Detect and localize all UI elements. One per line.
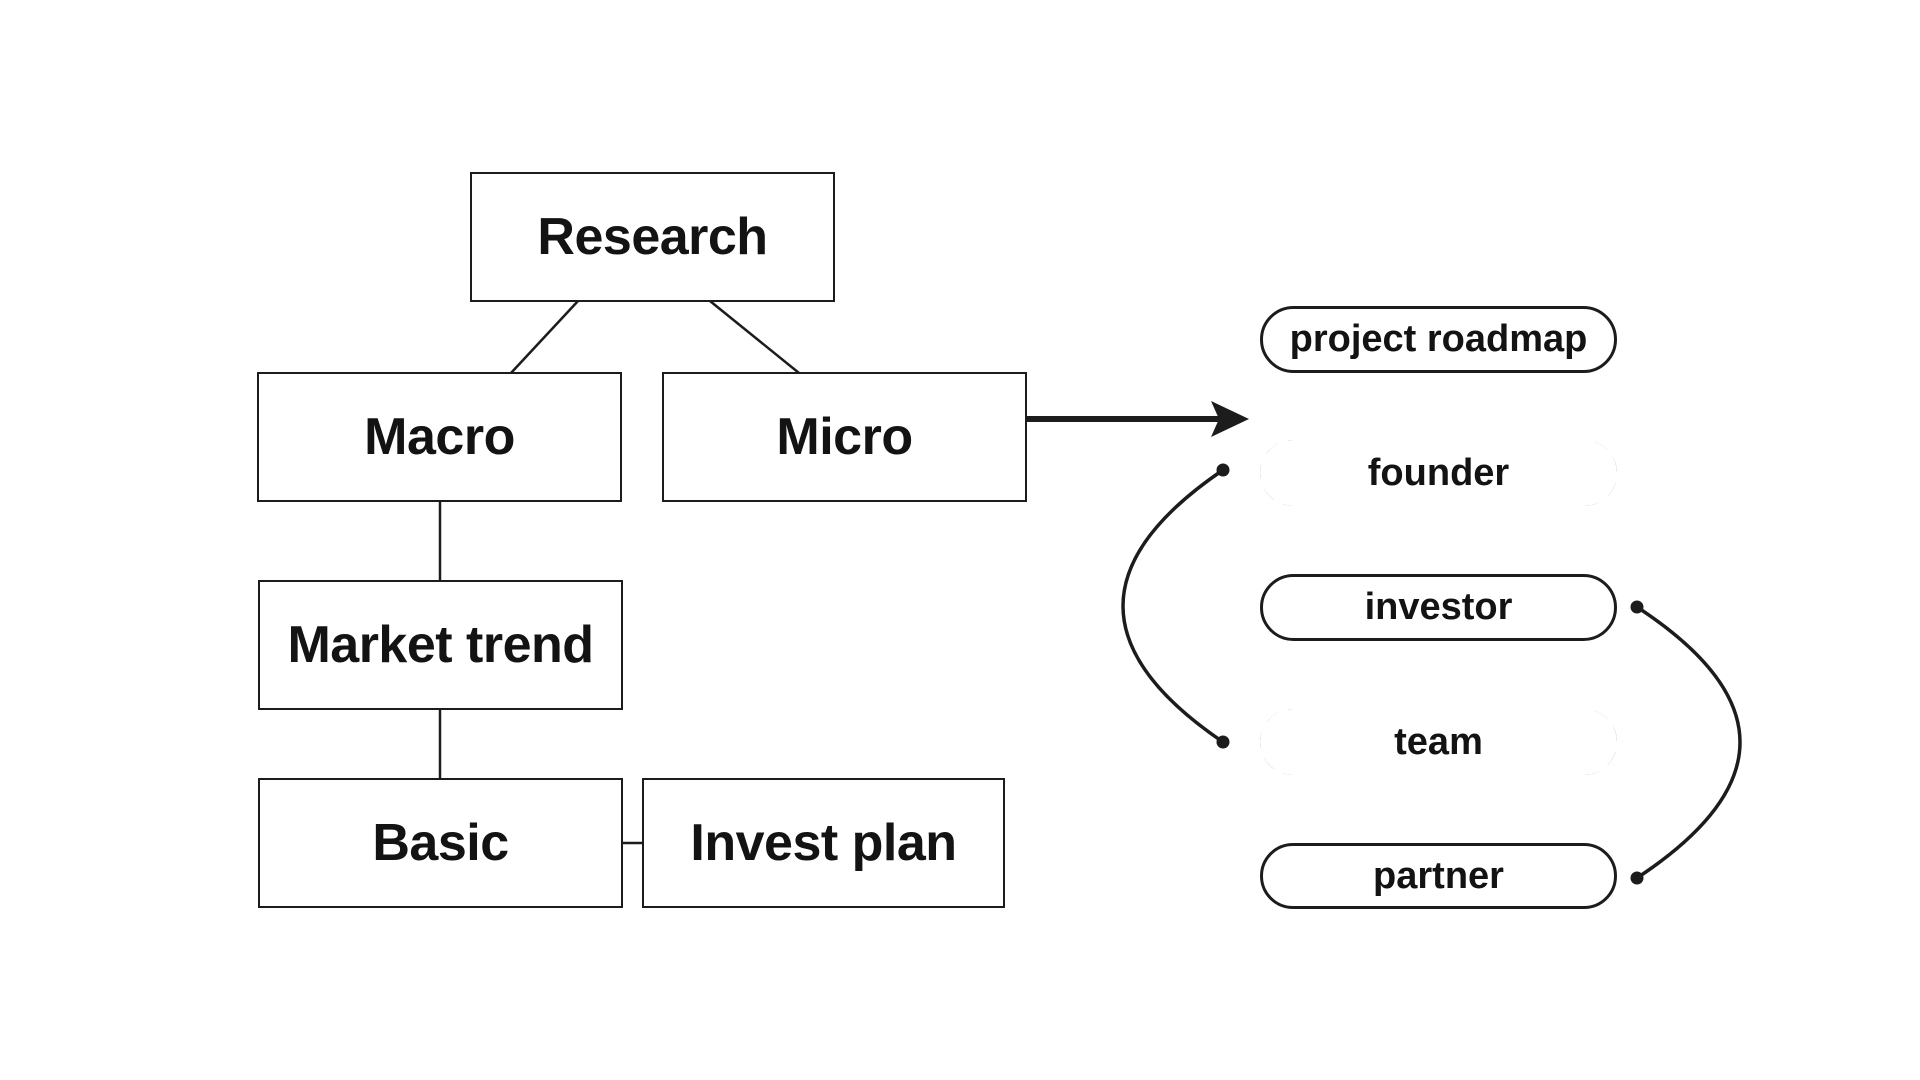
arrow-micro-right-group-head (1211, 401, 1249, 437)
arc-investor-endpoint-dot (1630, 600, 1644, 614)
pill-investor: investor (1260, 574, 1617, 641)
edge-research-macro (510, 300, 579, 374)
node-invest-plan: Invest plan (642, 778, 1005, 908)
pill-project-roadmap: project roadmap (1260, 306, 1617, 373)
node-micro: Micro (662, 372, 1027, 502)
pill-partner: partner (1260, 843, 1617, 909)
edge-research-micro (709, 300, 800, 374)
pill-founder: founder (1260, 440, 1617, 506)
node-macro: Macro (257, 372, 622, 502)
node-research: Research (470, 172, 835, 302)
arc-founder-endpoint-dot (1216, 463, 1230, 477)
arc-partner-endpoint-dot (1630, 871, 1644, 885)
node-basic: Basic (258, 778, 623, 908)
arc-founder-team (1121, 468, 1224, 744)
arc-team-endpoint-dot (1216, 735, 1230, 749)
node-market-trend: Market trend (258, 580, 623, 710)
arc-investor-partner (1636, 605, 1742, 880)
pill-team: team (1260, 709, 1617, 775)
